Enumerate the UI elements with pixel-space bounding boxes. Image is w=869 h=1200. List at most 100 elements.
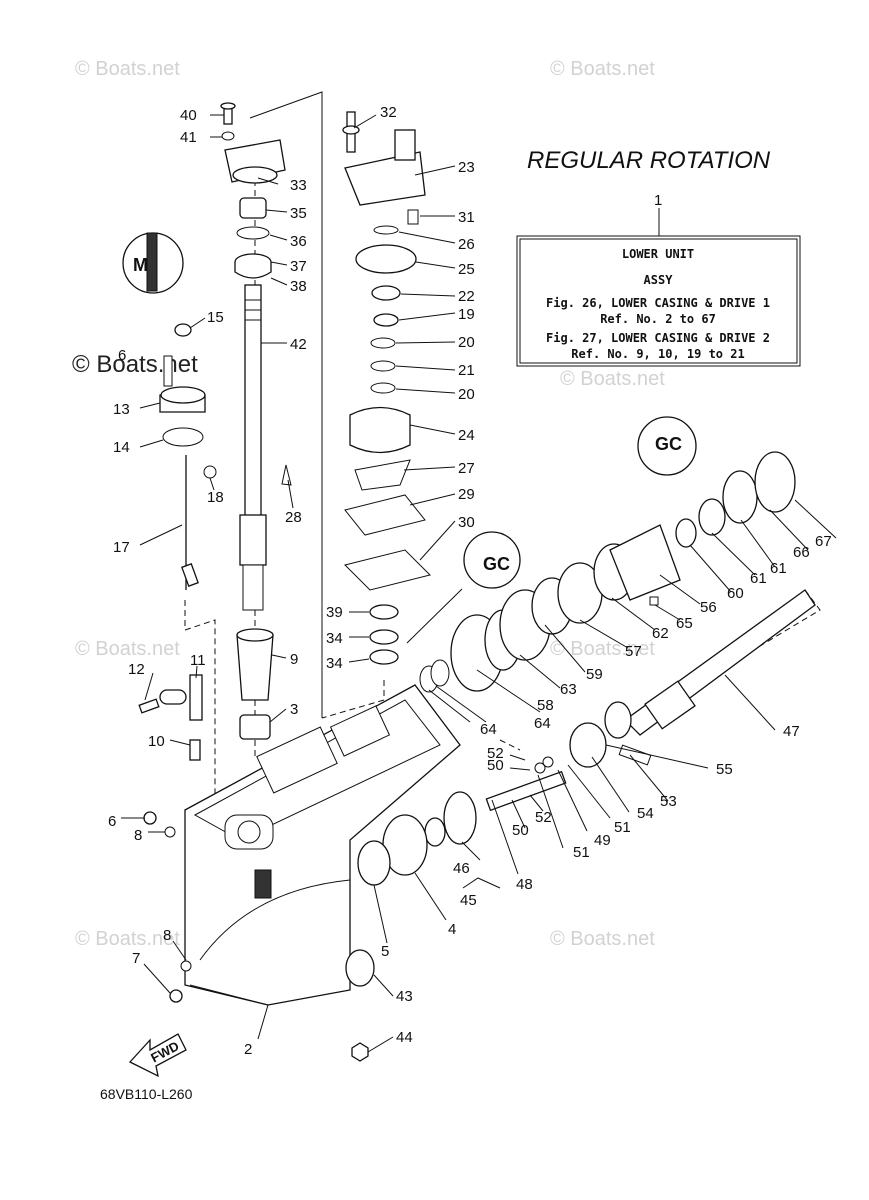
watermark-text: © Boats.net: [550, 638, 655, 660]
part-label: 61: [770, 560, 787, 577]
diagram-code: 68VB110-L260: [100, 1086, 193, 1102]
part-label: 15: [207, 309, 224, 326]
part-label: 51: [573, 844, 590, 861]
grease-icon-glyph: GC: [655, 434, 682, 454]
grease-icon: [637, 416, 697, 476]
part-label: 60: [727, 585, 744, 602]
part-label: 13: [113, 401, 130, 418]
part-label: 42: [290, 336, 307, 353]
part-label: 19: [458, 306, 475, 323]
lower-casing: [184, 684, 461, 1006]
part-label: 28: [285, 509, 302, 526]
part-label: 57: [625, 643, 642, 660]
part-label: 23: [458, 159, 475, 176]
part-labels: 40 41 33 35 36 37 38 42 15 6 13 14 18 17…: [108, 104, 832, 1058]
part-label: 36: [290, 233, 307, 250]
info-box-line: Fig. 27, LOWER CASING & DRIVE 2: [546, 331, 770, 345]
part-label: 24: [458, 427, 475, 444]
info-box: 1 LOWER UNIT ASSY Fig. 26, LOWER CASING …: [516, 192, 801, 367]
assembly-guides: [184, 91, 821, 820]
part-label: 5: [381, 943, 389, 960]
part-label: 31: [458, 209, 475, 226]
part-label: 56: [700, 599, 717, 616]
part-label: 66: [793, 544, 810, 561]
part-label: 6: [108, 813, 116, 830]
part-label: 64: [534, 715, 551, 732]
info-box-line: Ref. No. 2 to 67: [600, 312, 716, 326]
part-label: 10: [148, 733, 165, 750]
grease-icon: [463, 531, 521, 589]
part-label: 43: [396, 988, 413, 1005]
part-label: 18: [207, 489, 224, 506]
grease-icon-glyph: GC: [483, 554, 510, 574]
part-label: 35: [290, 205, 307, 222]
leader-lines: [121, 114, 837, 1053]
part-label: 9: [290, 651, 298, 668]
part-label: 39: [326, 604, 343, 621]
watermark-text: © Boats.net: [560, 368, 665, 390]
info-box-line: Ref. No. 9, 10, 19 to 21: [571, 347, 744, 361]
diagram-title: REGULAR ROTATION: [527, 147, 771, 174]
part-label: 22: [458, 288, 475, 305]
part-label: 67: [815, 533, 832, 550]
watermark-text: © Boats.net: [550, 58, 655, 80]
part-label: 59: [586, 666, 603, 683]
info-box-line: ASSY: [644, 273, 674, 287]
part-label: 41: [180, 129, 197, 146]
watermark-text: © Boats.net: [75, 928, 180, 950]
part-label: 14: [113, 439, 130, 456]
part-label: 50: [487, 757, 504, 774]
part-label: 21: [458, 362, 475, 379]
part-label: 58: [537, 697, 554, 714]
fwd-arrow: FWD: [128, 1033, 187, 1078]
part-label: 37: [290, 258, 307, 275]
part-label: 52: [535, 809, 552, 826]
part-label: 53: [660, 793, 677, 810]
part-label: 50: [512, 822, 529, 839]
drive-shaft: [239, 284, 267, 611]
part-label: 27: [458, 460, 475, 477]
watermark-text: © Boats.net: [550, 928, 655, 950]
part-label: 11: [190, 652, 206, 669]
info-box-line: Fig. 26, LOWER CASING & DRIVE 1: [546, 296, 770, 310]
part-label: 33: [290, 177, 307, 194]
part-label: 17: [113, 539, 130, 556]
part-label: 61: [750, 570, 767, 587]
part-label: 34: [326, 630, 343, 647]
part-label: 49: [594, 832, 611, 849]
part-label: 65: [676, 615, 693, 632]
water-pump-stack: [342, 111, 431, 665]
part-label: 32: [380, 104, 397, 121]
seal-icon-glyph: M: [133, 255, 148, 275]
watermark-text: © Boats.net: [75, 638, 180, 660]
part-label: 29: [458, 486, 475, 503]
left-side-parts: [159, 323, 292, 590]
info-box-line: LOWER UNIT: [622, 247, 694, 261]
part-label: 3: [290, 701, 298, 718]
part-label: 54: [637, 805, 654, 822]
watermark-text: © Boats.net: [72, 351, 198, 378]
part-label: 6: [118, 347, 126, 364]
part-label: 8: [134, 827, 142, 844]
part-label: 7: [132, 950, 140, 967]
part-label: 63: [560, 681, 577, 698]
part-label: 45: [460, 892, 477, 909]
part-label: 51: [614, 819, 631, 836]
part-label: 64: [480, 721, 497, 738]
part-label: 4: [448, 921, 456, 938]
part-label: 46: [453, 860, 470, 877]
part-label: 30: [458, 514, 475, 531]
part-label: 2: [244, 1041, 252, 1058]
part-label: 52: [487, 745, 504, 762]
fasteners: [138, 674, 203, 1003]
part-label: 55: [716, 761, 733, 778]
propeller-shaft-assembly: [345, 589, 816, 1062]
watermarks: © Boats.net © Boats.net © Boats.net © Bo…: [72, 58, 665, 950]
part-label: 34: [326, 655, 343, 672]
upper-parts: [220, 102, 286, 279]
icon-badges: M GC GC: [122, 232, 697, 589]
part-label: 44: [396, 1029, 413, 1046]
bearing-housing: [419, 451, 796, 693]
part-label: 48: [516, 876, 533, 893]
